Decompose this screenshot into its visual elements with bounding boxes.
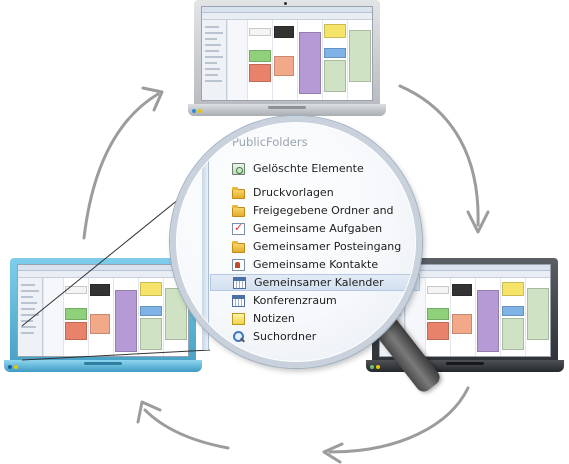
magnifier-ring xyxy=(170,116,422,368)
screen-left xyxy=(17,264,189,357)
arrow-top-right xyxy=(398,84,480,227)
laptop-top xyxy=(188,0,388,120)
screen-top xyxy=(201,6,373,101)
arrow-bottom-left xyxy=(143,408,230,450)
laptop-left xyxy=(4,258,204,376)
arrow-bottom-right xyxy=(328,386,470,454)
arrow-top-left xyxy=(82,92,160,240)
